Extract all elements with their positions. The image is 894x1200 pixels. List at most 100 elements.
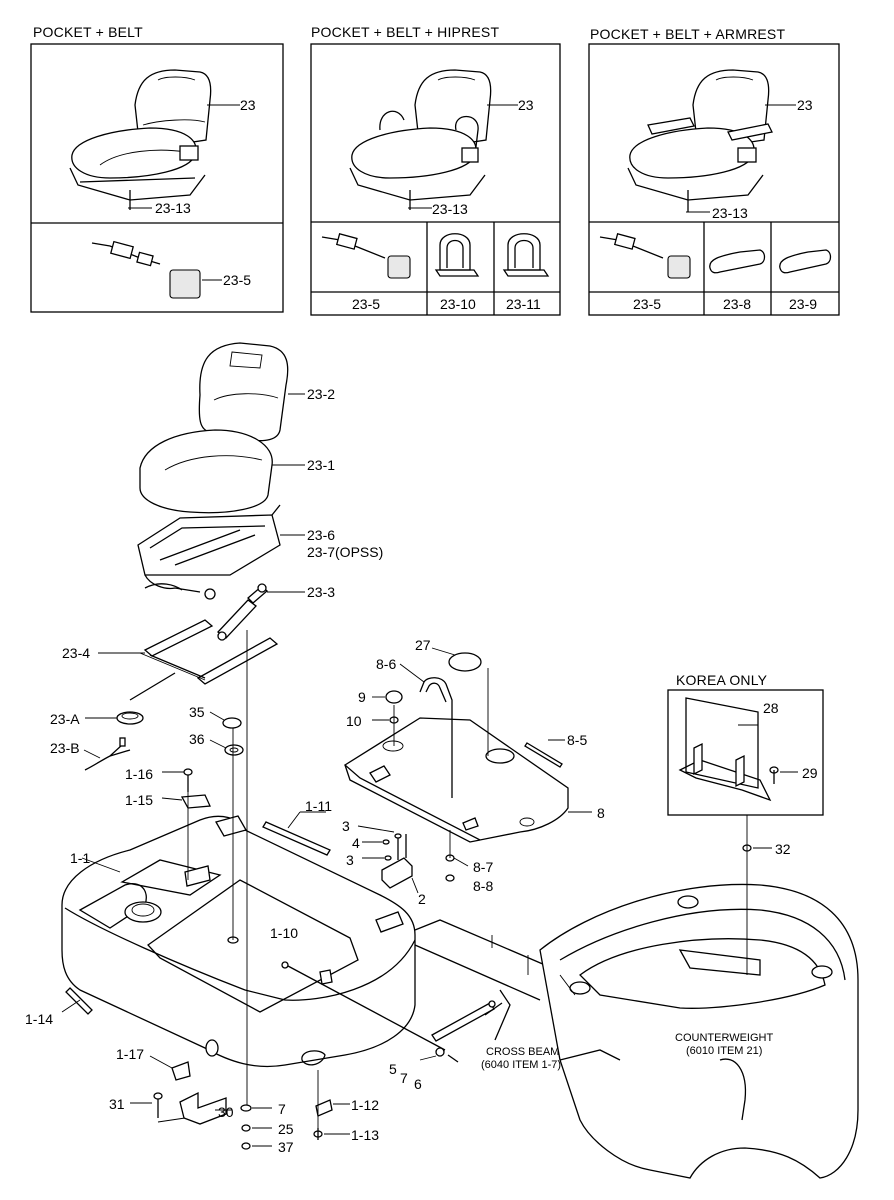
- callout-6: 6: [414, 1076, 422, 1092]
- panel-hiprest-frame: [310, 43, 561, 316]
- callout-2: 2: [418, 891, 426, 907]
- callout-1-15: 1-15: [125, 792, 154, 808]
- callout-23-4: 23-4: [62, 645, 91, 661]
- nut-10-icon: [372, 705, 399, 746]
- seat-cushion-icon: [139, 429, 305, 514]
- seat-hiprest-icon: [349, 69, 518, 210]
- callout-hiprest-seat-23: 23: [518, 97, 534, 113]
- cross-beam-icon: [414, 919, 549, 1041]
- pins-5-6-7-icon: [419, 1047, 459, 1063]
- callout-27: 27: [415, 637, 431, 653]
- handle-8-6-icon: [399, 663, 453, 798]
- callout-5: 5: [389, 1061, 397, 1077]
- pin-icon: [162, 768, 193, 792]
- cell-label-23-9: 23-9: [789, 296, 818, 312]
- callout-hiprest-rail-23-13: 23-13: [432, 201, 468, 217]
- strip-1-14-icon: [61, 987, 93, 1015]
- callout-1-13: 1-13: [351, 1127, 380, 1143]
- callout-4: 4: [352, 835, 360, 851]
- panel-title-pocket-belt: POCKET + BELT: [33, 24, 143, 40]
- callout-rail-23-13: 23-13: [155, 200, 191, 216]
- cell-label-23-5: 23-5: [352, 296, 381, 312]
- callout-armrest-rail-23-13: 23-13: [712, 205, 748, 221]
- callout-23-2: 23-2: [307, 386, 336, 402]
- bolt-1-13-icon: [313, 1128, 350, 1140]
- knob-9-icon: [372, 690, 403, 704]
- callout-28: 28: [763, 700, 779, 716]
- callout-23-7-opss: 23-7(OPSS): [307, 544, 384, 560]
- callout-1-10: 1-10: [270, 925, 299, 941]
- callout-1-16: 1-16: [125, 766, 154, 782]
- callout-23-6: 23-6: [307, 527, 336, 543]
- callout-23-1: 23-1: [307, 457, 336, 473]
- rod-1-10-icon: [281, 961, 446, 1051]
- cell-label-23-11: 23-11: [506, 296, 541, 312]
- knob-1-17-icon: [149, 1055, 191, 1081]
- callout-8-6: 8-6: [376, 656, 397, 672]
- strip-1-11-icon: [262, 811, 331, 856]
- callout-29: 29: [802, 765, 818, 781]
- callout-32: 32: [775, 841, 791, 857]
- callout-23-3: 23-3: [307, 584, 336, 600]
- callout-3-upper: 3: [342, 818, 350, 834]
- callout-8-5: 8-5: [567, 732, 588, 748]
- seat-suspension-icon: [137, 504, 305, 600]
- callout-7-washer: 7: [278, 1101, 286, 1117]
- note-cross-beam: CROSS BEAM: [486, 1046, 560, 1058]
- panel-armrest-frame: [588, 43, 840, 316]
- seat-armrest-icon: [627, 69, 796, 213]
- panel-pocket-belt-frame: [30, 43, 284, 313]
- korea-only-title: KOREA ONLY: [676, 672, 768, 688]
- sign-plate-28-icon: [678, 697, 772, 802]
- callout-8-7: 8-7: [473, 859, 494, 875]
- armrest-left-icon: [709, 249, 766, 274]
- gas-spring-icon: [431, 1000, 503, 1042]
- cap-27-icon: [431, 647, 489, 756]
- cell-label-23-10: 23-10: [440, 296, 476, 312]
- bolt-29-icon: [769, 766, 798, 784]
- rod-8-5-icon: [524, 739, 565, 768]
- clip-1-12-icon: [315, 1099, 350, 1117]
- bracket-30-icon: [179, 1091, 232, 1125]
- callout-8-8: 8-8: [473, 878, 494, 894]
- cowl-body-icon: [61, 815, 416, 1068]
- callout-9: 9: [358, 689, 366, 705]
- callout-23-A: 23-A: [50, 711, 80, 727]
- korea-only-frame: [667, 689, 824, 816]
- washer-icon: [209, 739, 244, 756]
- tray-8-icon: [343, 717, 592, 843]
- washers-7-25-37-icon: [240, 1104, 272, 1150]
- callout-30: 30: [218, 1104, 234, 1120]
- callout-31: 31: [109, 1096, 125, 1112]
- armrest-belt-icon: [599, 233, 691, 279]
- bracket-plate-icon: [161, 794, 211, 809]
- callout-25: 25: [278, 1121, 294, 1137]
- hiprest-bracket-right-icon: [502, 233, 550, 277]
- damper-icon: [217, 583, 305, 641]
- backrest-icon: [198, 342, 305, 442]
- callout-1-17: 1-17: [116, 1046, 145, 1062]
- callout-armrest-seat-23: 23: [797, 97, 813, 113]
- callout-1-1: 1-1: [70, 850, 91, 866]
- slide-rails-icon: [98, 619, 279, 701]
- panel-title-armrest: POCKET + BELT + ARMREST: [590, 26, 786, 42]
- callout-belt-23-5: 23-5: [223, 272, 252, 288]
- callout-36: 36: [189, 731, 205, 747]
- callout-10: 10: [346, 713, 362, 729]
- hinge-bracket-2-icon: [357, 825, 419, 894]
- callout-23-B: 23-B: [50, 740, 80, 756]
- bolt-31-icon: [130, 1092, 186, 1123]
- seat-assembly-icon: [69, 69, 240, 210]
- hiprest-bracket-left-icon: [434, 233, 480, 277]
- cell-label-armrest-23-5: 23-5: [633, 296, 662, 312]
- grommet-icon: [85, 711, 144, 725]
- harness-icon: [83, 737, 131, 771]
- callout-8: 8: [597, 805, 605, 821]
- callout-3-lower: 3: [346, 852, 354, 868]
- callout-7-pin: 7: [400, 1070, 408, 1086]
- note-counterweight-ref: (6010 ITEM 21): [686, 1045, 763, 1057]
- hardware-8-7-8-8-icon: [445, 830, 469, 882]
- note-counterweight: COUNTERWEIGHT: [675, 1032, 774, 1044]
